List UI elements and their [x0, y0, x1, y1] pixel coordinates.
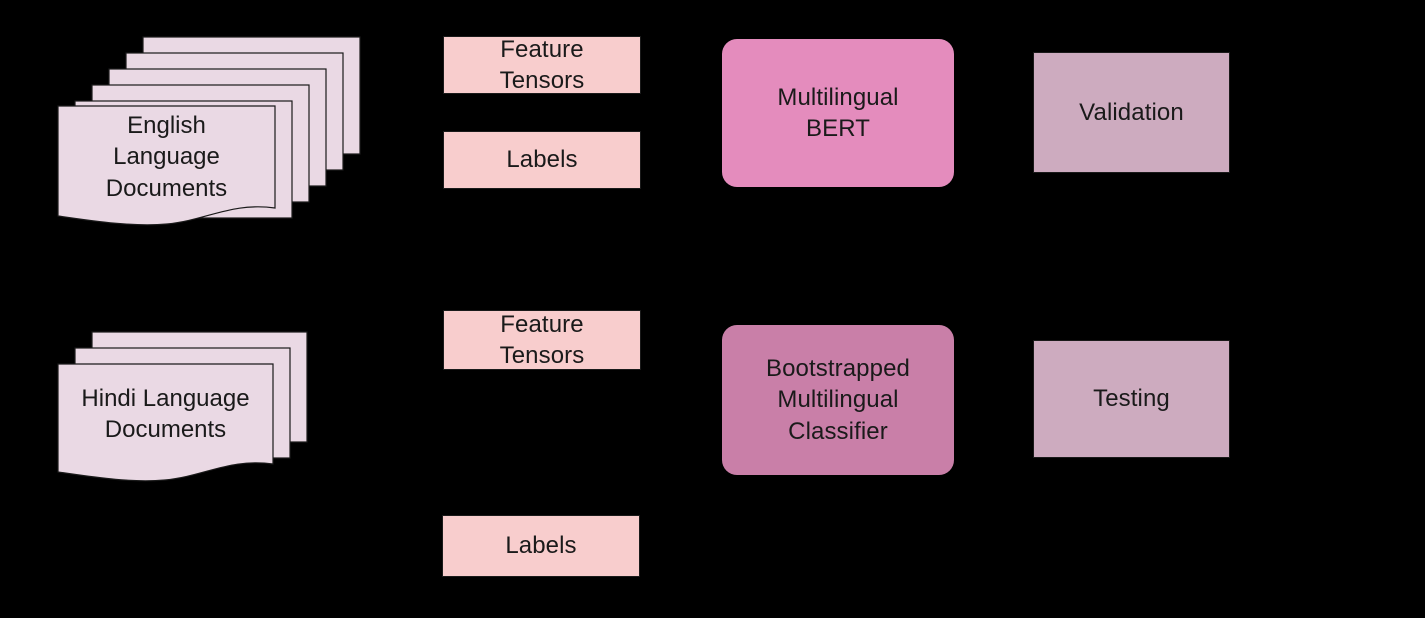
node-multilingual-bert[interactable]: Multilingual BERT	[722, 39, 954, 187]
node-validation[interactable]: Validation	[1033, 52, 1230, 173]
node-feature-tensors-bottom[interactable]: Feature Tensors	[443, 310, 641, 370]
node-english-documents[interactable]: English Language Documents	[57, 30, 367, 230]
node-labels-bottom[interactable]: Labels	[442, 515, 640, 577]
node-testing[interactable]: Testing	[1033, 340, 1230, 458]
node-feature-tensors-top[interactable]: Feature Tensors	[443, 36, 641, 94]
node-hindi-documents[interactable]: Hindi Language Documents	[57, 330, 317, 495]
node-labels-top[interactable]: Labels	[443, 131, 641, 189]
english-documents-sheets	[57, 36, 361, 226]
hindi-documents-sheets	[57, 331, 308, 482]
node-bootstrapped-multilingual-classifier[interactable]: Bootstrapped Multilingual Classifier	[722, 325, 954, 475]
